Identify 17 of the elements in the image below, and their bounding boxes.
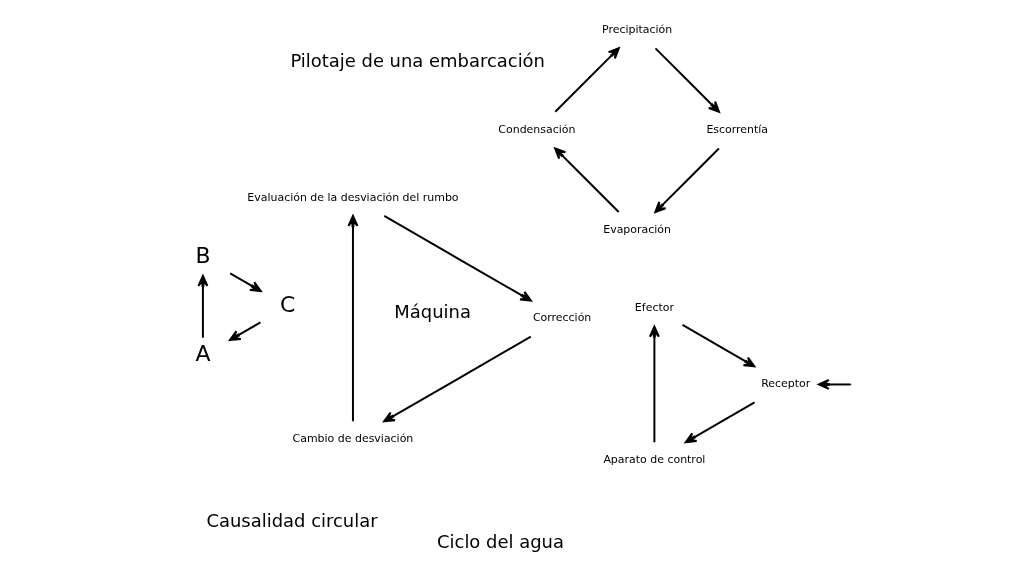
label: Máquina xyxy=(394,301,471,323)
label: Pilotaje de una embarcación xyxy=(290,49,545,71)
label: Causalidad circular xyxy=(206,510,378,532)
node-text: B xyxy=(195,243,211,269)
node-text: Precipitación xyxy=(601,22,673,36)
label: Ciclo del agua xyxy=(437,531,564,553)
node-text: Aparato de control xyxy=(603,453,706,467)
node-text: Cambio de desviación xyxy=(292,432,414,446)
node-text: Receptor xyxy=(761,377,811,391)
node-text: Condensación xyxy=(498,122,576,136)
node-text: Evaporación xyxy=(603,223,671,237)
node-text: Evaluación de la desviación del rumbo xyxy=(247,190,459,204)
node-text: Efector xyxy=(634,301,674,315)
node-text: Corrección xyxy=(532,311,592,325)
node-text: C xyxy=(280,292,296,318)
node-text: Escorrentía xyxy=(706,122,769,136)
node-text: A xyxy=(195,341,211,367)
